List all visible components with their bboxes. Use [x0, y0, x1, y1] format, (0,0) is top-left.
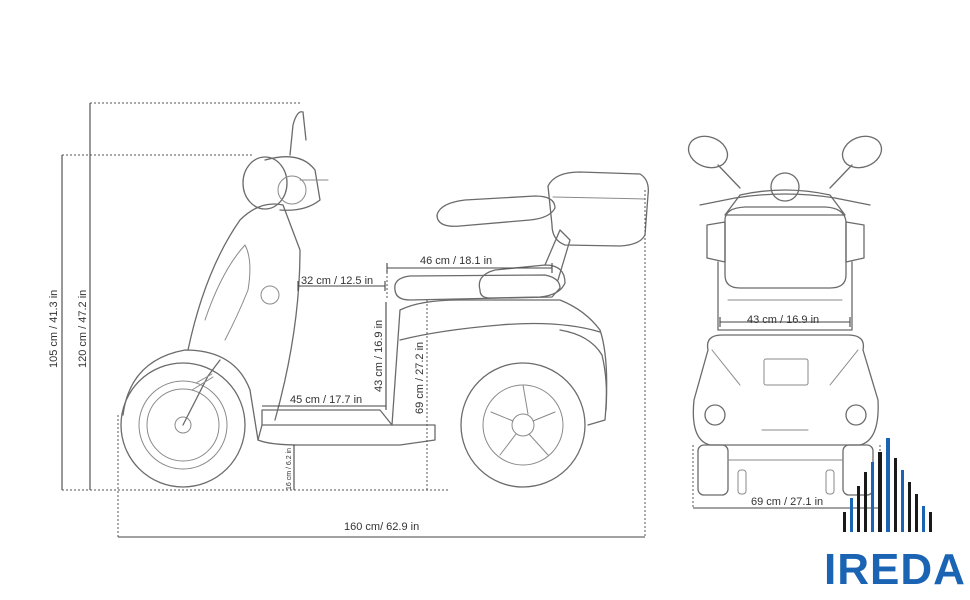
label-seat-length: 46 cm / 18.1 in [420, 255, 492, 267]
dimension-lines [61, 102, 881, 538]
scooter-rear-view-drawing [687, 135, 883, 496]
label-rear-body-height: 69 cm / 27.2 in [414, 342, 426, 414]
label-total-length: 160 cm/ 62.9 in [344, 521, 419, 533]
label-total-width: 69 cm / 27.1 in [751, 496, 823, 508]
ireda-logo: IREDA [824, 438, 966, 594]
scooter-side-view-drawing [120, 111, 649, 488]
label-front-storage-depth: 32 cm / 12.5 in [301, 275, 373, 287]
label-ground-clearance: 16 cm / 6.2 in [286, 448, 293, 490]
ireda-bars-logo-icon [843, 438, 932, 532]
label-height-mirror: 120 cm / 47.2 in [77, 290, 89, 368]
label-seat-width: 43 cm / 16.9 in [747, 314, 819, 326]
label-height-seat-back: 105 cm / 41.3 in [48, 290, 60, 368]
label-seat-height: 43 cm / 16.9 in [373, 320, 385, 392]
logo-wordmark: IREDA [824, 545, 966, 594]
label-footboard-length: 45 cm / 17.7 in [290, 394, 362, 406]
